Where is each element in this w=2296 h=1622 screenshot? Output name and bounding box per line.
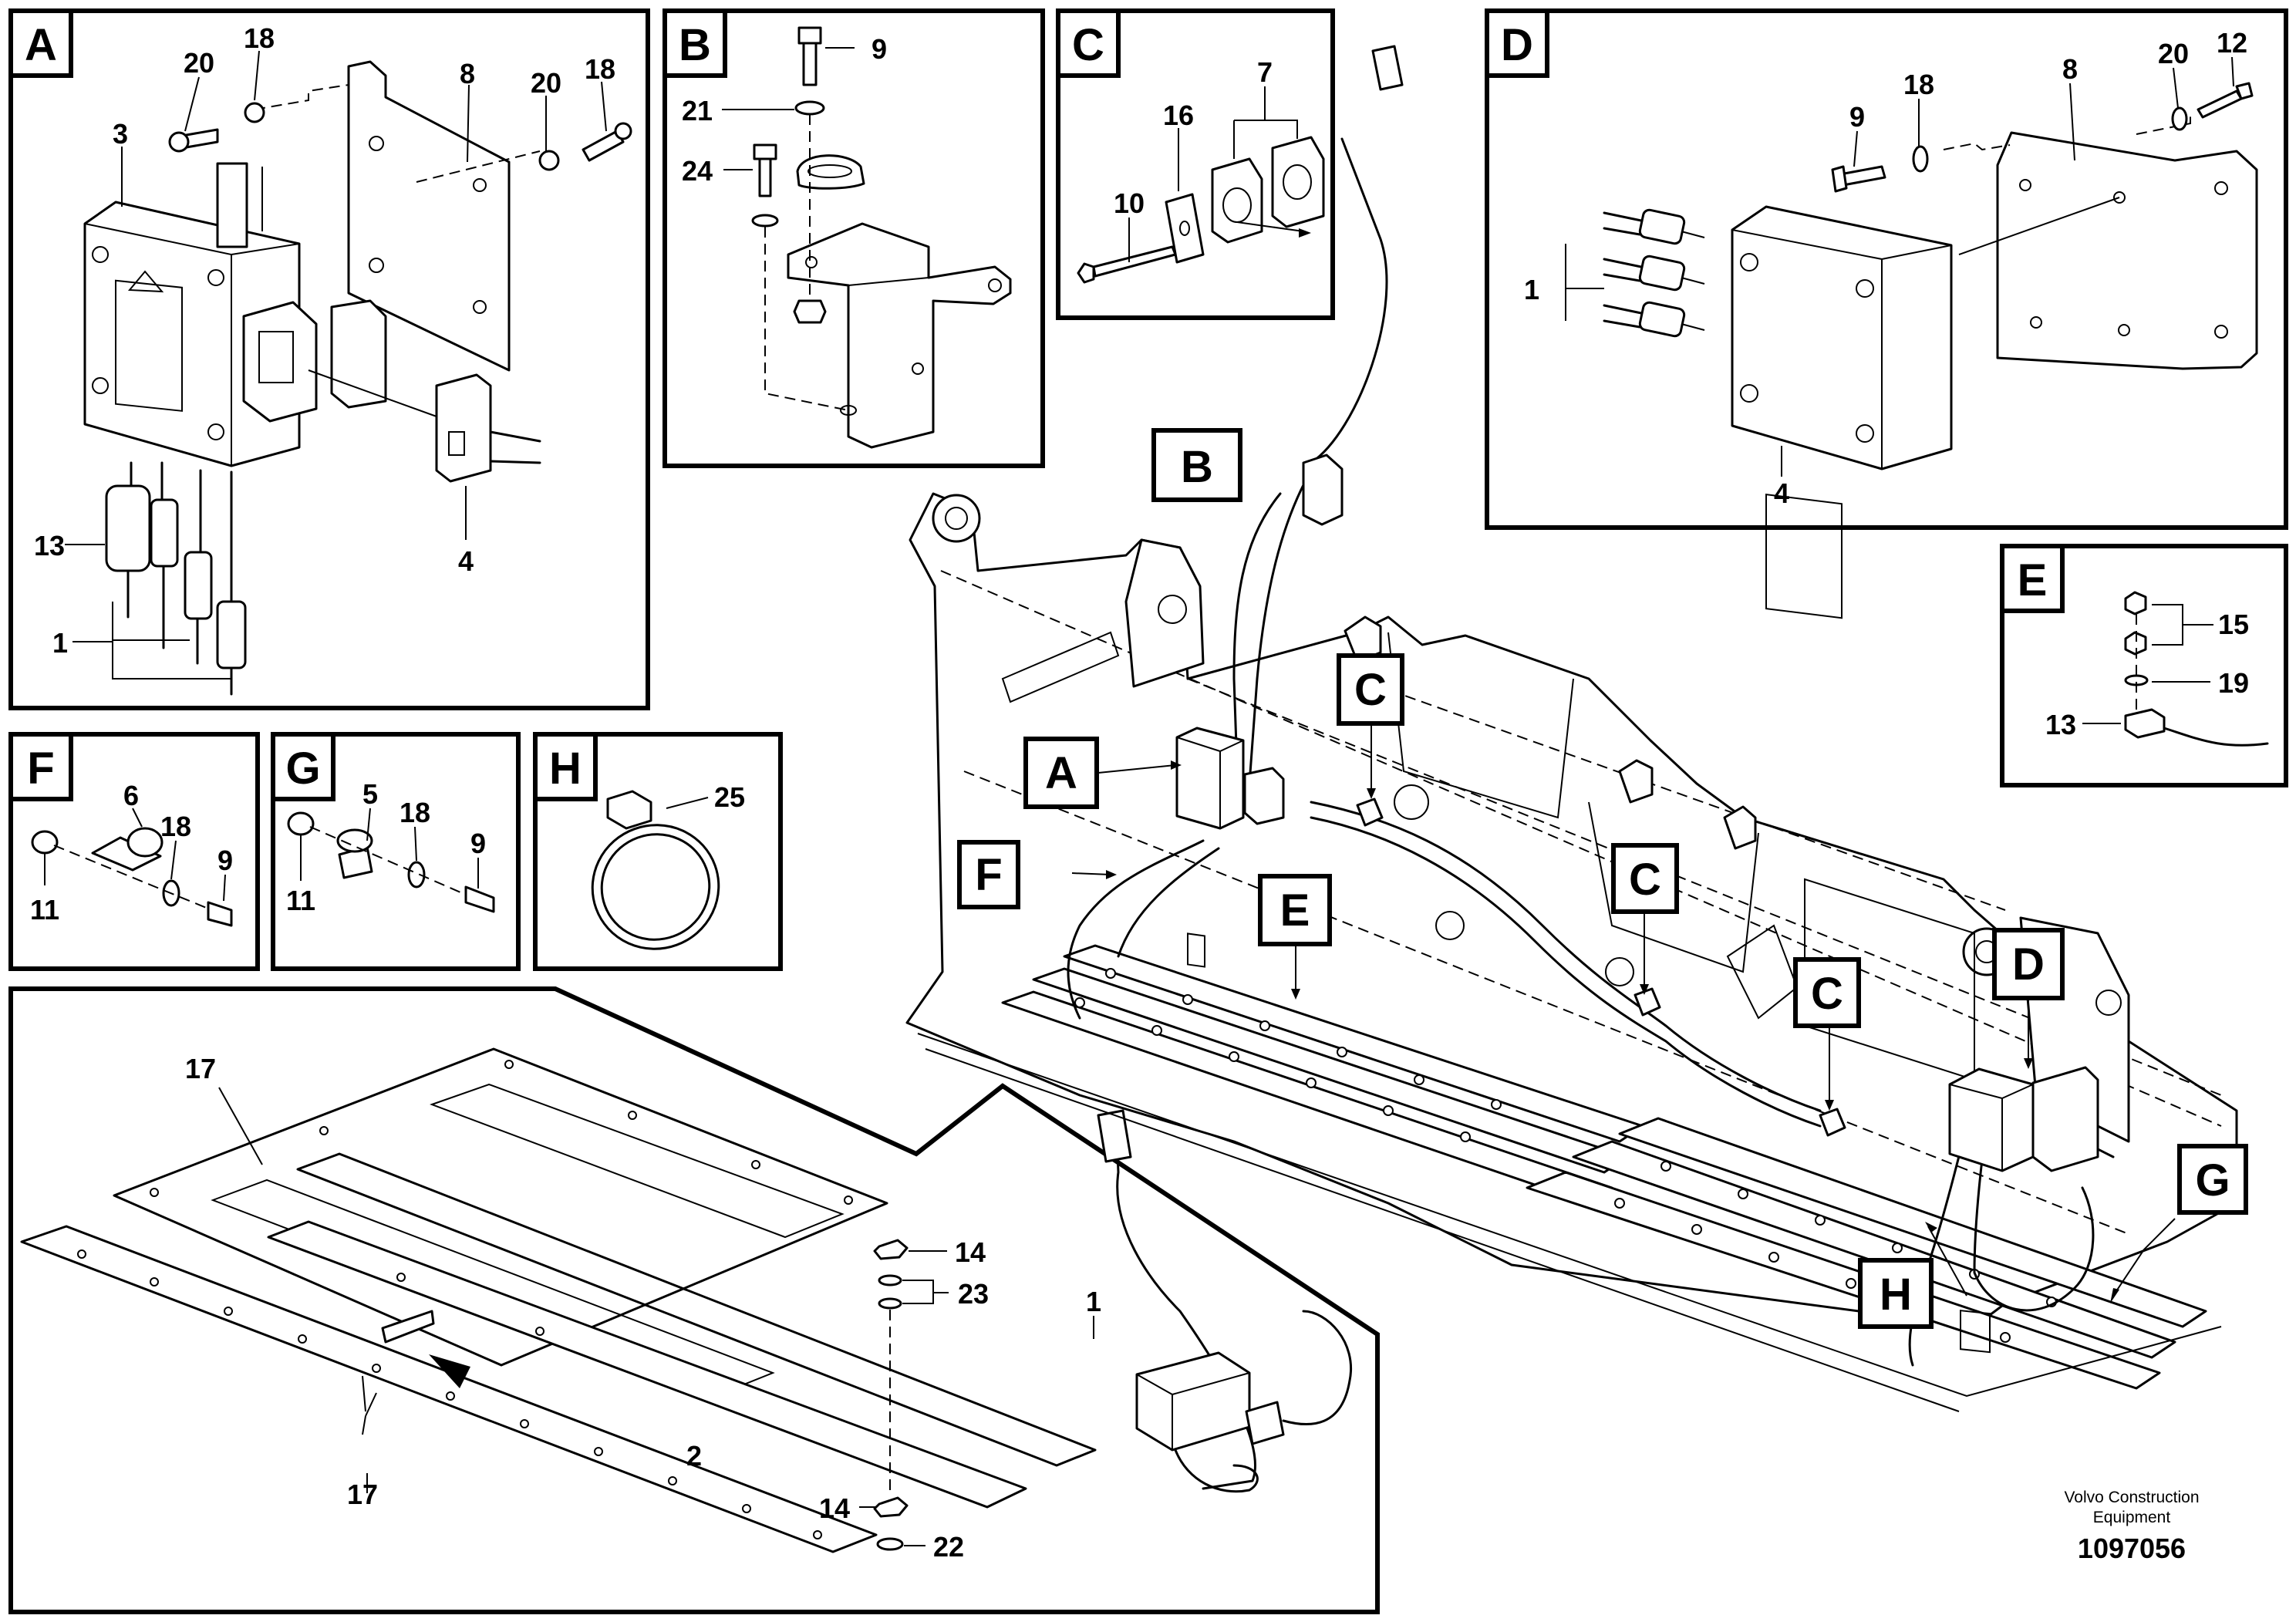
panel-b-label: B: [679, 20, 711, 70]
panel-e-label: E: [2018, 555, 2048, 605]
callout-d: D: [2012, 939, 2045, 990]
panel-a-label: A: [25, 20, 57, 70]
callout-f: F: [975, 850, 1002, 900]
callout-18: 18: [244, 22, 275, 54]
panel-d: D: [1485, 8, 2288, 619]
panel-h-label: H: [549, 744, 582, 794]
callout-11: 11: [30, 894, 59, 926]
callout-16: 16: [1163, 99, 1194, 131]
callout-23: 23: [958, 1278, 989, 1310]
callout-17: 17: [347, 1479, 378, 1510]
callout-4: 4: [458, 545, 474, 577]
callout-18: 18: [585, 53, 615, 85]
callout-25: 25: [714, 781, 745, 813]
callout-14: 14: [819, 1492, 850, 1524]
callout-8: 8: [2062, 53, 2078, 85]
callout-9: 9: [1849, 101, 1865, 133]
callout-21: 21: [682, 95, 713, 126]
panel-f-label: F: [27, 744, 54, 794]
callout-11: 11: [286, 885, 315, 916]
callout-20: 20: [184, 47, 214, 79]
callout-c: C: [1354, 665, 1387, 715]
callout-8: 8: [460, 58, 475, 89]
callout-15: 15: [2218, 609, 2249, 640]
callout-b: B: [1181, 442, 1213, 492]
callout-9: 9: [470, 828, 486, 859]
panel-f: F 6 18 9 11: [8, 732, 260, 971]
callout-3: 3: [113, 118, 128, 150]
callout-g: G: [2195, 1155, 2230, 1206]
callout-h: H: [1880, 1270, 1912, 1320]
callout-14: 14: [955, 1236, 986, 1268]
detail-panel: 17 17 2 1 14 23 14 22: [8, 986, 1380, 1614]
callout-18: 18: [1903, 69, 1934, 100]
callout-19: 19: [2218, 667, 2249, 699]
panel-h: H 25: [533, 732, 783, 971]
callout-1: 1: [1524, 274, 1539, 305]
brand-line-1: Volvo Construction: [2064, 1489, 2199, 1506]
brand-line-2: Equipment: [2093, 1509, 2171, 1526]
main-assembly: B A C F E C C D G H: [905, 45, 2248, 1412]
callout-12: 12: [2217, 27, 2247, 59]
callout-10: 10: [1114, 187, 1145, 219]
callout-22: 22: [933, 1531, 964, 1563]
panel-e: E 15 19 13: [2000, 544, 2288, 787]
callout-7: 7: [1257, 56, 1273, 88]
callout-e: E: [1280, 885, 1310, 936]
panel-d-label: D: [1501, 20, 1533, 70]
callout-c: C: [1629, 855, 1661, 905]
callout-a: A: [1045, 748, 1077, 798]
callout-4: 4: [1774, 477, 1789, 509]
callout-5: 5: [362, 778, 378, 810]
callout-13: 13: [34, 530, 65, 561]
callout-17: 17: [185, 1053, 216, 1084]
callout-2: 2: [686, 1440, 702, 1472]
callout-1: 1: [52, 627, 68, 659]
callout-6: 6: [123, 780, 139, 811]
callout-c: C: [1811, 969, 1843, 1019]
footer: Volvo Construction Equipment 1097056: [2064, 1489, 2199, 1564]
callout-20: 20: [531, 67, 561, 99]
panel-a: A: [8, 8, 650, 710]
callout-9: 9: [217, 845, 233, 876]
panel-b: B 9 21 24: [663, 8, 1045, 468]
callout-13: 13: [2045, 709, 2076, 740]
callout-9: 9: [872, 33, 887, 65]
panel-c: C 16 7 10: [1056, 8, 1335, 320]
callout-20: 20: [2158, 38, 2189, 69]
callout-24: 24: [682, 155, 713, 187]
panel-g-label: G: [285, 744, 320, 794]
document-number: 1097056: [2078, 1533, 2186, 1564]
callout-1: 1: [1086, 1286, 1101, 1317]
callout-18: 18: [400, 797, 430, 828]
panel-g: G 5 18 9 11: [271, 732, 521, 971]
callout-18: 18: [160, 811, 191, 842]
panel-c-label: C: [1072, 20, 1104, 70]
